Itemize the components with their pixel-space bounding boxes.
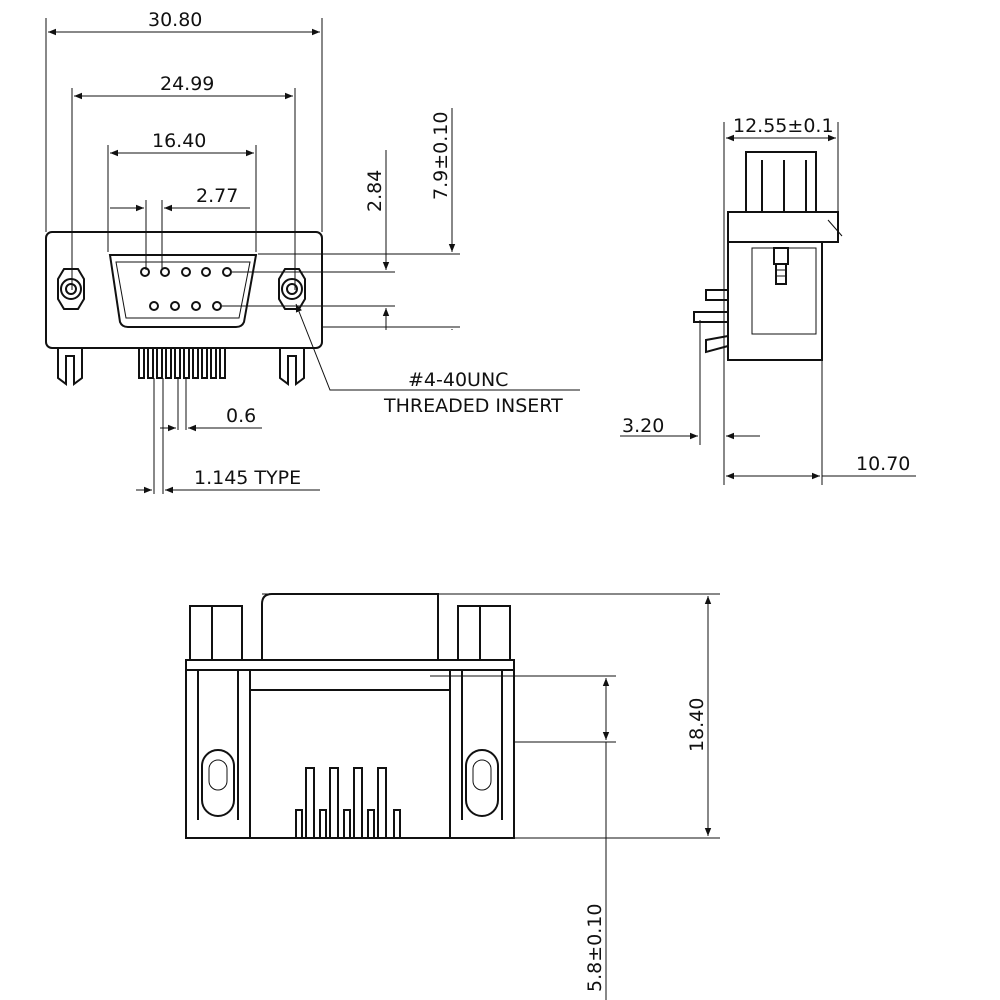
dim-tail: 3.20 (622, 415, 664, 437)
board-lock-left (57, 348, 83, 386)
note-thread: #4-40UNC (408, 369, 508, 391)
pin-row-bottom (149, 301, 222, 311)
pin-row-top (140, 267, 232, 277)
bottom-view: 18.40 5.8±0.10 (185, 593, 720, 1000)
dim-pin-width: 0.6 (226, 405, 256, 427)
mount-nut-left (57, 268, 85, 310)
board-lock-right (279, 348, 305, 386)
dim-row-spacing: 2.84 (364, 170, 386, 212)
dim-mount-hole-pitch: 24.99 (160, 73, 214, 95)
connector-flange (45, 231, 323, 349)
dim-pin-pitch-type: 1.145 TYPE (194, 467, 301, 489)
bottom-pins (295, 767, 401, 839)
pin-tails (138, 347, 226, 379)
mount-nut-right (278, 268, 306, 310)
dim-body: 10.70 (856, 453, 910, 475)
note-insert: THREADED INSERT (383, 395, 563, 417)
dim-shell-height: 7.9±0.10 (430, 112, 452, 200)
d-shell (108, 254, 258, 328)
side-view: 12.55±0.1 3.20 10.70 (620, 115, 916, 485)
bottom-flange (185, 659, 515, 671)
dim-height: 18.40 (686, 698, 708, 752)
side-flange (727, 211, 839, 243)
front-view: 30.80 24.99 16.40 2.77 (45, 9, 580, 494)
dim-pin-pitch: 2.77 (196, 185, 238, 207)
dim-overall-width: 30.80 (148, 9, 202, 31)
dim-depth: 12.55±0.1 (733, 115, 834, 137)
dim-shell-width: 16.40 (152, 130, 206, 152)
dim-offset: 5.8±0.10 (584, 904, 606, 992)
